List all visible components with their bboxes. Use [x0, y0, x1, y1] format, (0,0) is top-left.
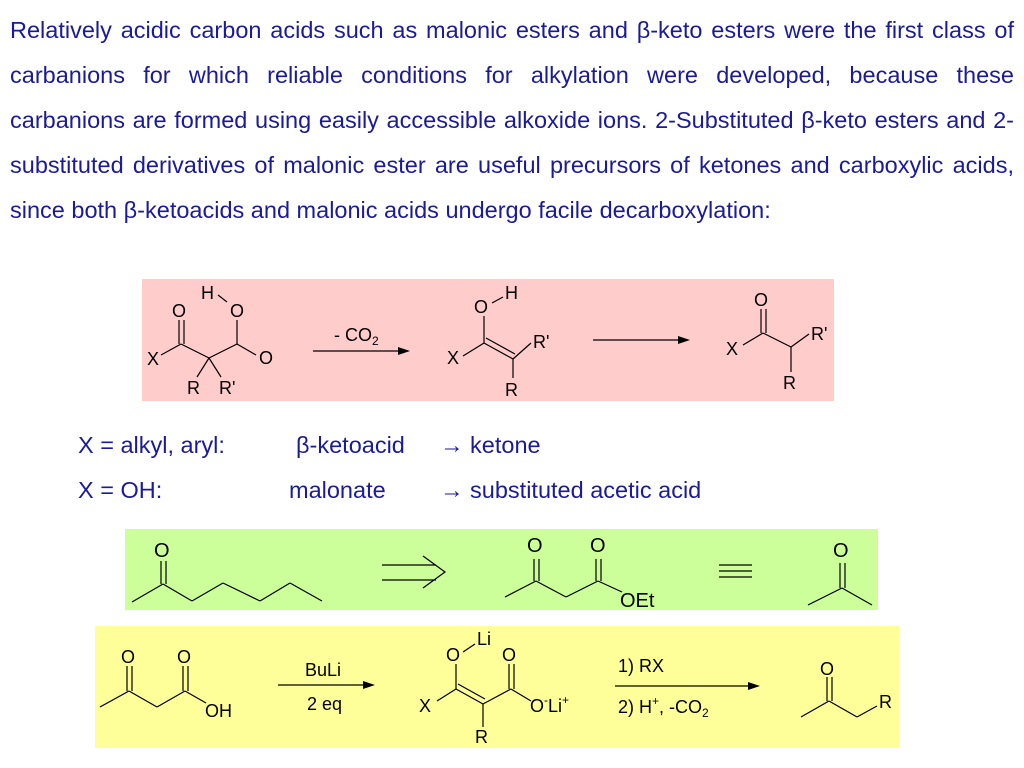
- scheme-background: [125, 529, 878, 610]
- rule-product: → substituted acetic acid: [440, 477, 702, 503]
- scheme2-atom-o: O: [154, 540, 170, 562]
- retrosynthesis-scheme: O O O OEt O: [125, 529, 878, 610]
- rule-starting-material: β-ketoacid: [296, 432, 405, 458]
- rule-condition: X = OH:: [78, 477, 163, 503]
- step2-b: , -CO: [659, 697, 702, 717]
- scheme3-atom-r: R: [475, 727, 488, 747]
- reagent-equivalents: 2 eq: [307, 694, 342, 714]
- scheme2-atom-o: O: [590, 535, 606, 557]
- step-decarboxylation: 2) H+, -CO2: [618, 694, 709, 720]
- scheme1-atom-h: H: [505, 283, 518, 303]
- scheme1-atom-r: R: [783, 373, 796, 393]
- rule-product: → ketone: [440, 432, 541, 458]
- scheme-background: [95, 626, 899, 748]
- scheme3-group-oh: OH: [205, 701, 232, 721]
- arrow-label-sub: 2: [372, 334, 379, 348]
- scheme2-group-oet: OEt: [620, 590, 655, 610]
- dianion-alkylation-scheme-svg: O O OH O Li O X R O-Li+ O R BuLi 2 eq 1)…: [95, 626, 899, 748]
- minus-charge: -: [544, 693, 548, 707]
- scheme3-atom-li: Li: [477, 629, 491, 649]
- rule-alkyl-aryl: X = alkyl, aryl: β-ketoacid → ketone: [78, 432, 778, 462]
- scheme3-atom-o: O: [446, 645, 460, 665]
- step2-a: 2) H: [618, 697, 652, 717]
- scheme1-atom-o: O: [230, 301, 244, 321]
- arrow-label-main: - CO: [334, 325, 372, 345]
- decarboxylation-scheme: H O O X O R R' O H X R' R O X R' R - CO2: [142, 279, 834, 401]
- scheme1-atom-x: X: [447, 348, 459, 368]
- scheme1-atom-r-prime: R': [811, 324, 827, 344]
- oxide-o: O: [530, 696, 544, 716]
- scheme3-atom-x: X: [419, 696, 431, 716]
- scheme3-oxide-lithium: O-Li+: [530, 693, 569, 716]
- scheme1-atom-o: O: [474, 297, 488, 317]
- rule-condition: X = alkyl, aryl:: [78, 432, 225, 458]
- scheme2-atom-o: O: [527, 535, 543, 557]
- scheme3-atom-o: O: [502, 645, 516, 665]
- scheme1-atom-r-prime: R': [533, 332, 549, 352]
- scheme3-atom-r: R: [879, 692, 892, 712]
- lithium-ion: Li: [548, 696, 562, 716]
- scheme2-atom-o: O: [833, 540, 849, 562]
- plus-charge: +: [562, 693, 569, 707]
- rule-hydroxy: X = OH: malonate → substituted acetic ac…: [78, 477, 778, 507]
- scheme1-atom-r: R: [505, 380, 518, 400]
- scheme1-atom-r-prime: R': [219, 378, 235, 398]
- rule-starting-material: malonate: [289, 477, 386, 503]
- scheme3-atom-o: O: [177, 647, 191, 667]
- scheme1-atom-o: O: [172, 301, 186, 321]
- step2-sup: +: [652, 694, 659, 708]
- intro-paragraph: Relatively acidic carbon acids such as m…: [10, 17, 1014, 223]
- scheme3-atom-o: O: [121, 647, 135, 667]
- step2-sub: 2: [702, 706, 709, 720]
- arrow-label-co2: - CO2: [334, 325, 379, 348]
- scheme1-atom-h: H: [201, 283, 214, 303]
- scheme-background: [142, 279, 834, 401]
- scheme1-atom-r: R: [187, 378, 200, 398]
- step-alkylation: 1) RX: [618, 656, 664, 676]
- scheme1-atom-x: X: [147, 349, 159, 369]
- scheme1-atom-o: O: [754, 290, 768, 310]
- scheme1-atom-o: O: [259, 348, 273, 368]
- decarboxylation-scheme-svg: H O O X O R R' O H X R' R O X R' R - CO2: [142, 279, 834, 401]
- retrosynthesis-scheme-svg: O O O OEt O: [125, 529, 878, 610]
- scheme3-atom-o: O: [820, 659, 834, 679]
- scheme1-atom-x: X: [726, 339, 738, 359]
- reagent-buli: BuLi: [305, 660, 341, 680]
- dianion-alkylation-scheme: O O OH O Li O X R O-Li+ O R BuLi 2 eq 1)…: [95, 626, 899, 748]
